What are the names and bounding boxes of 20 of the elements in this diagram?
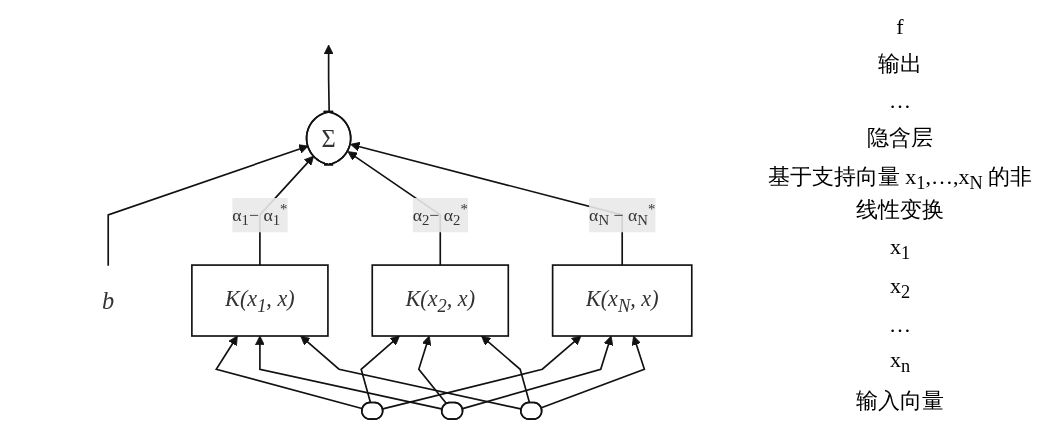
layer-label: x$_{1}$ xyxy=(889,233,911,264)
arrow xyxy=(381,335,582,410)
arrow xyxy=(540,335,646,409)
arrow xyxy=(461,335,613,410)
layer-label: x$_{n}$ xyxy=(889,347,911,378)
layer-label: 输出 xyxy=(878,50,922,79)
layer-label: f xyxy=(896,14,904,41)
arrow xyxy=(359,335,400,404)
layer-label: x$_{2}$ xyxy=(889,272,911,304)
node-box: K(x$_{1}$, x) xyxy=(190,264,329,337)
arrow xyxy=(107,144,309,267)
layer-label: 输入向量 xyxy=(856,387,944,416)
arrow xyxy=(417,335,448,405)
arrow xyxy=(480,335,531,404)
node-box: K(x$_{N}$, x) xyxy=(551,264,693,337)
node-box: K(x$_{2}$, x) xyxy=(371,264,509,337)
node-text: b xyxy=(101,286,114,315)
layer-label: 隐含层 xyxy=(867,124,933,153)
layer-label: … xyxy=(889,88,911,115)
layer-label: … xyxy=(889,312,911,339)
